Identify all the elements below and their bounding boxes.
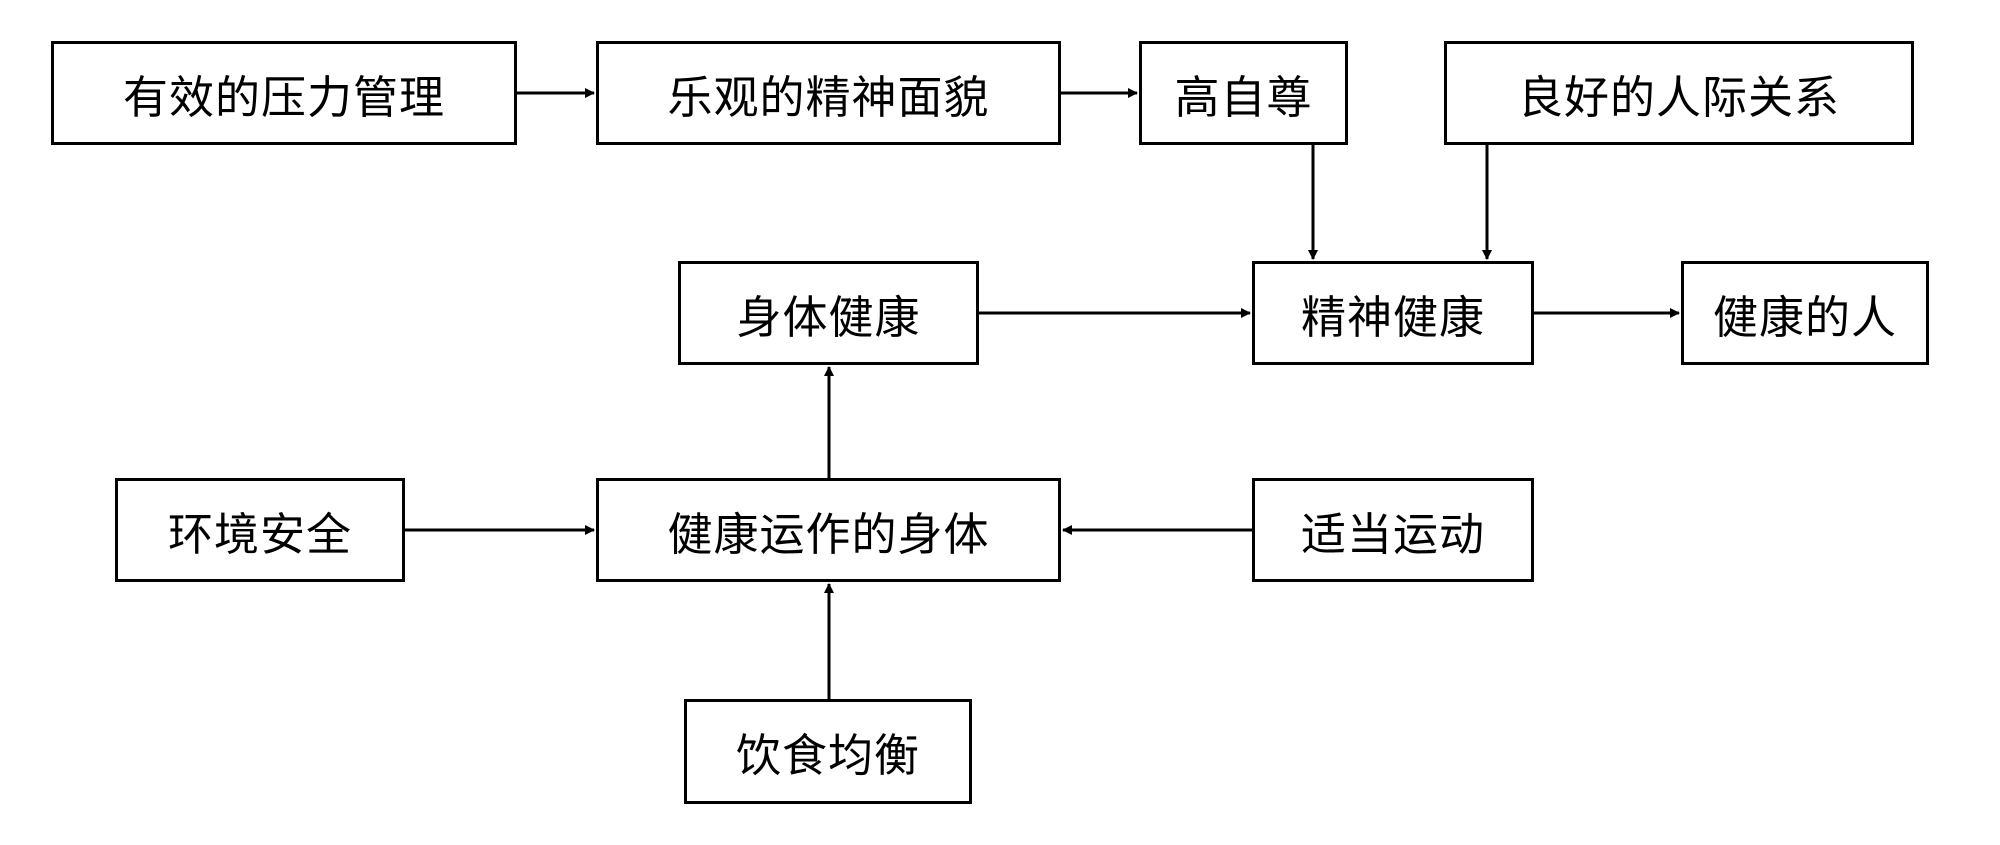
optimistic-spirit-box: 乐观的精神面貌 <box>596 41 1061 145</box>
physical-health-box: 身体健康 <box>678 261 979 365</box>
environment-safety-box: 环境安全 <box>115 478 405 582</box>
mental-health-box: 精神健康 <box>1252 261 1534 365</box>
healthy-functioning-body-box: 健康运作的身体 <box>596 478 1061 582</box>
balanced-diet-box: 饮食均衡 <box>684 699 972 804</box>
good-relationships-box: 良好的人际关系 <box>1444 41 1914 145</box>
stress-management-box: 有效的压力管理 <box>51 41 517 145</box>
proper-exercise-box: 适当运动 <box>1252 478 1534 582</box>
high-self-esteem-box: 高自尊 <box>1139 41 1348 145</box>
healthy-person-box: 健康的人 <box>1681 261 1929 365</box>
